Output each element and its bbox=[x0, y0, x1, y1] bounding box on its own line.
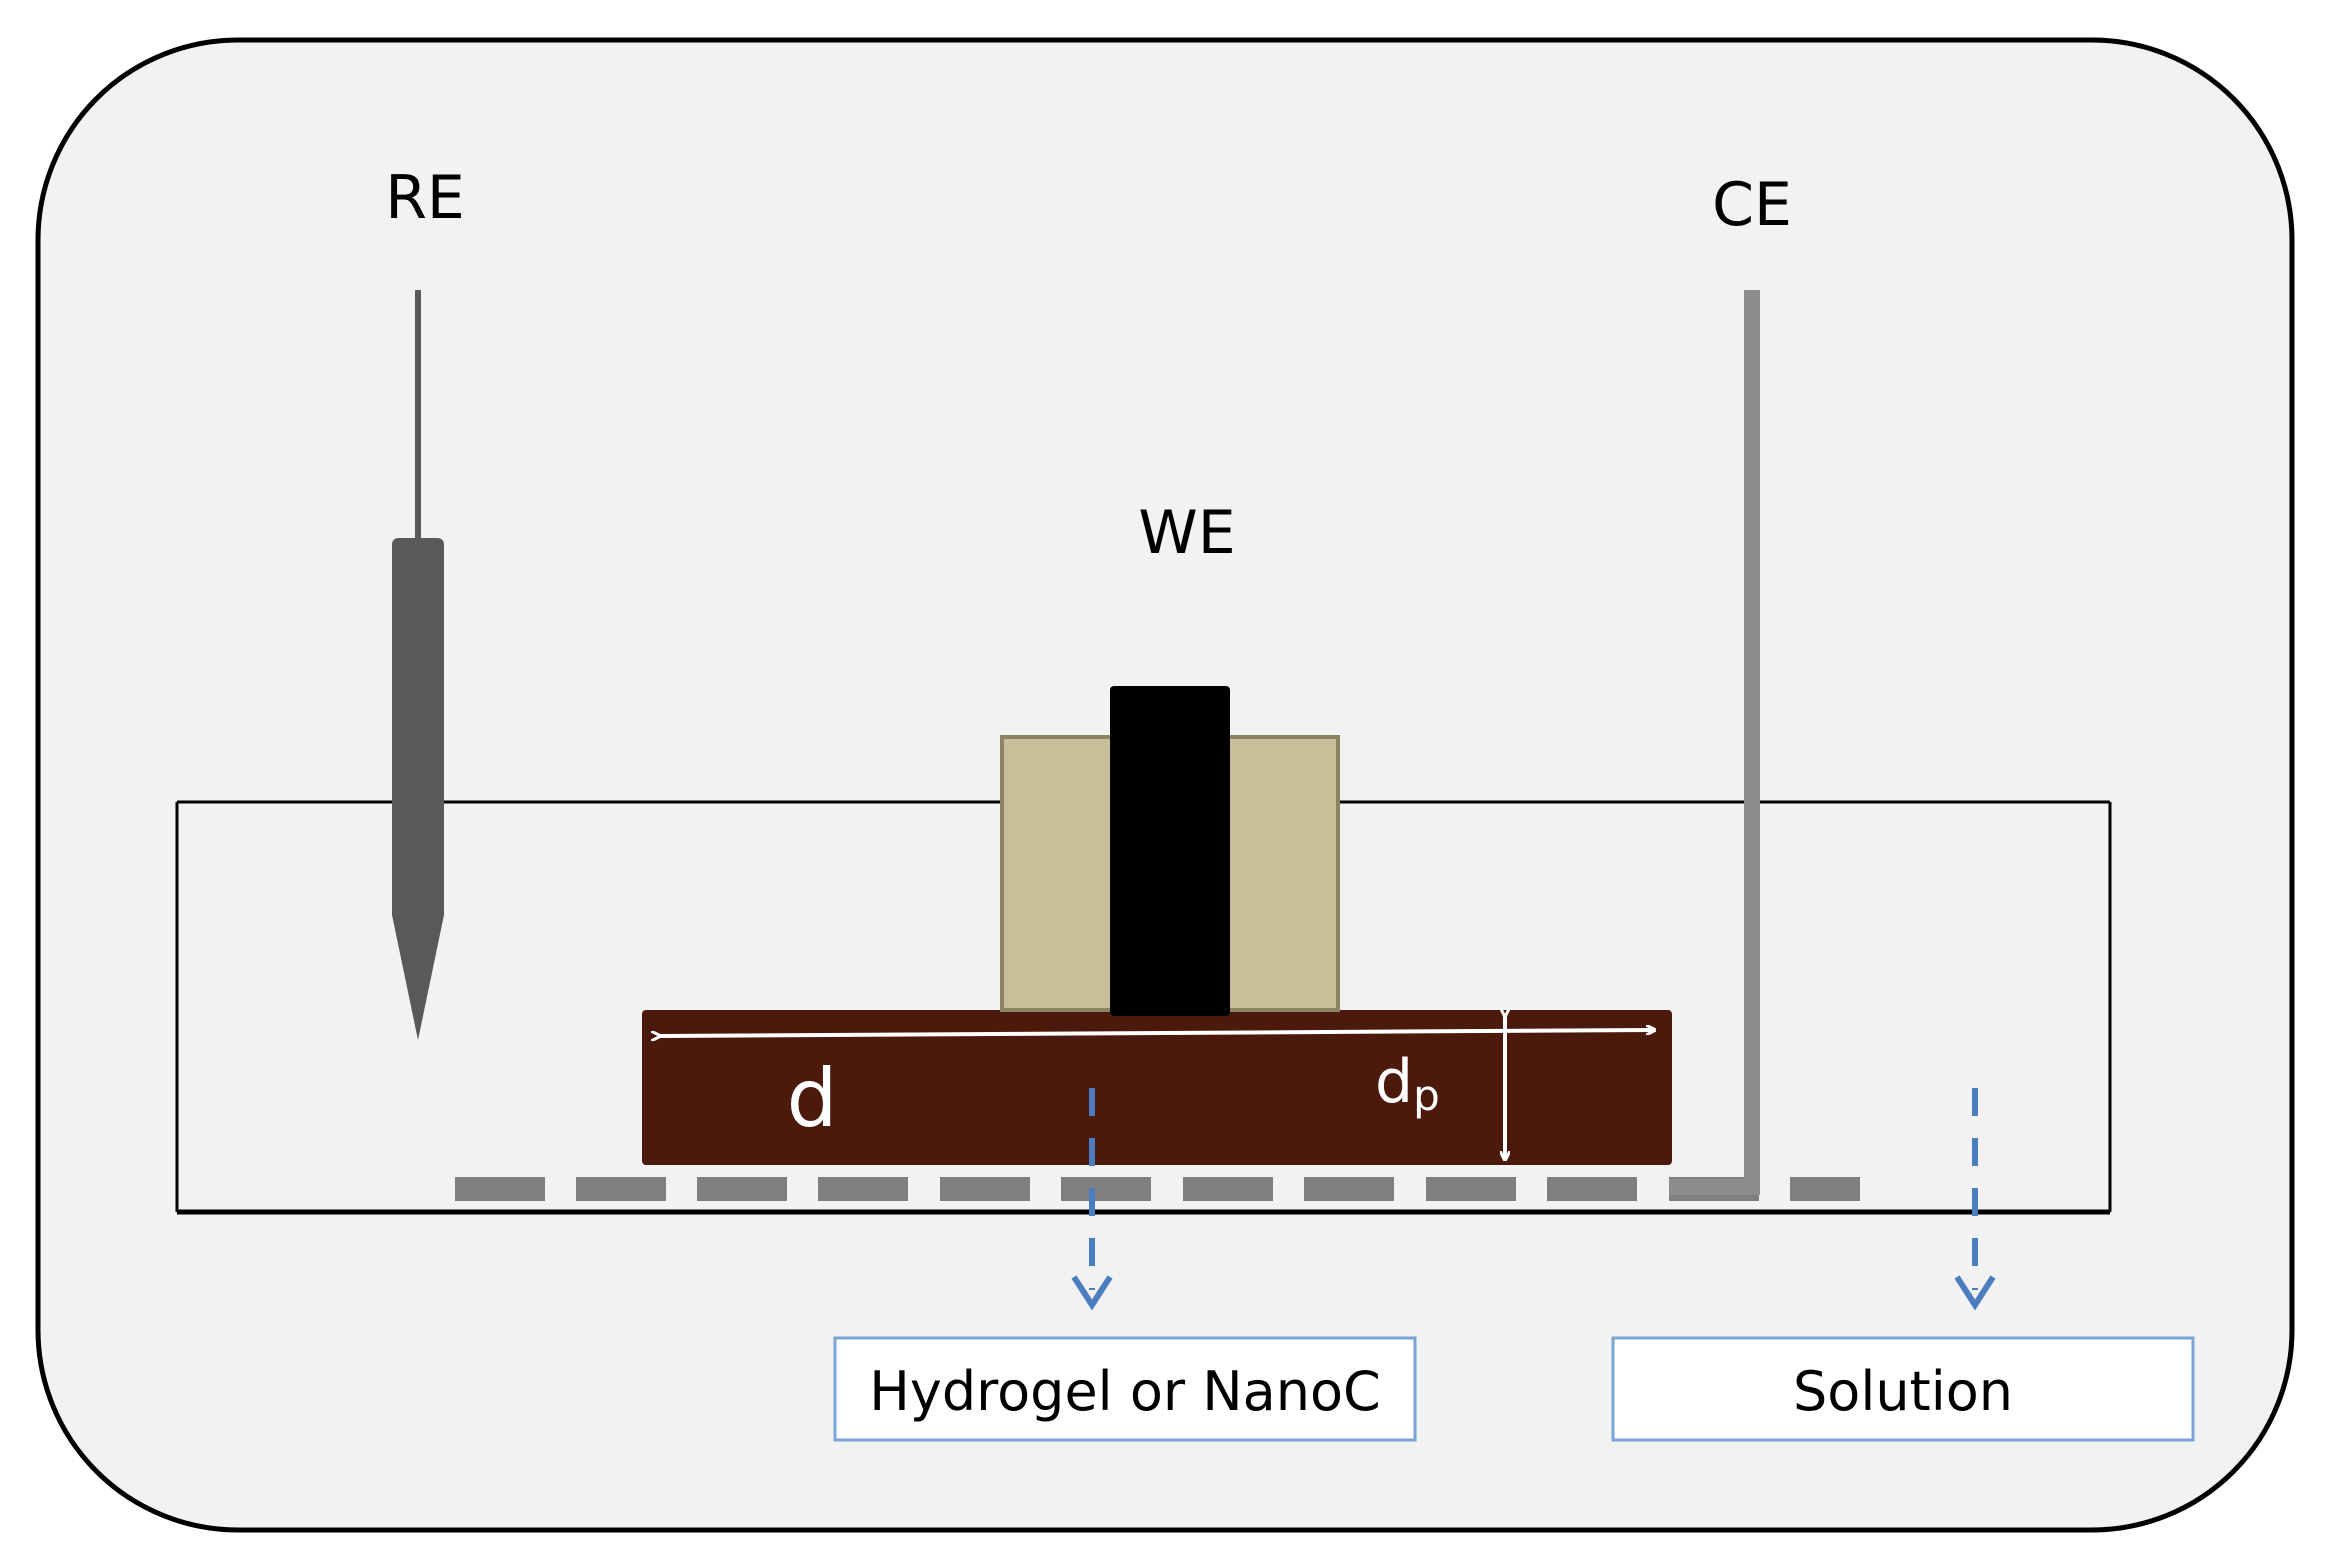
re-label: RE bbox=[385, 163, 465, 233]
cell-container bbox=[175, 800, 2112, 1215]
we-rod bbox=[1110, 686, 1230, 1016]
hydrogel-pointer-arrow bbox=[1071, 1088, 1113, 1311]
d-label: d bbox=[787, 1052, 838, 1145]
solution-label-box bbox=[1611, 1336, 2195, 1442]
hydrogel-label-box bbox=[833, 1336, 1417, 1442]
solution-label: Solution bbox=[1793, 1360, 2013, 1423]
solution-pointer-arrow bbox=[1954, 1088, 1996, 1311]
d-dimension-arrow bbox=[660, 1030, 1655, 1036]
mesh-separator bbox=[455, 1177, 1860, 1201]
re-electrode bbox=[392, 290, 444, 1040]
dp-label: dp bbox=[1375, 1047, 1440, 1120]
ce-label: CE bbox=[1712, 170, 1792, 240]
sample-slab bbox=[642, 1010, 1672, 1165]
ce-electrode bbox=[1669, 290, 1760, 1195]
dp-label-main: d bbox=[1375, 1047, 1413, 1117]
hydrogel-label: Hydrogel or NanoC bbox=[869, 1360, 1380, 1423]
dp-label-subscript: p bbox=[1413, 1071, 1440, 1120]
we-label: WE bbox=[1138, 498, 1235, 568]
